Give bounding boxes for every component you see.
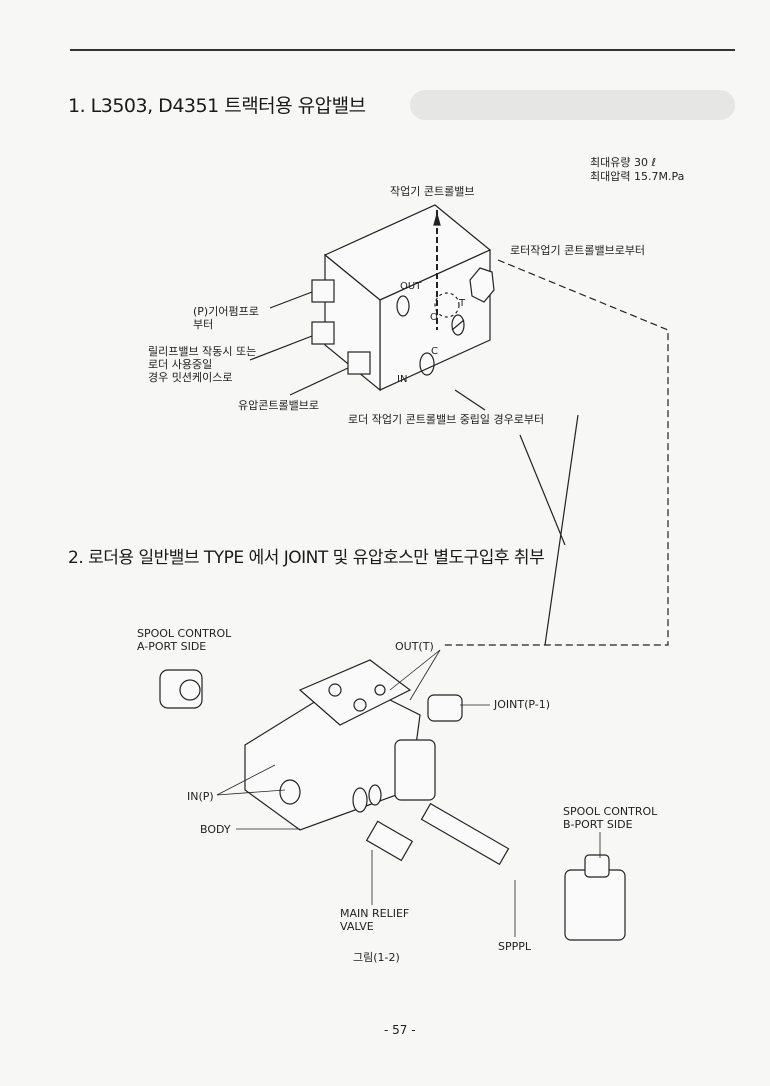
header-rule bbox=[70, 49, 735, 51]
spec-max-flow: 최대유량 30 ℓ bbox=[590, 156, 657, 169]
label-main-relief-1: MAIN RELIEF bbox=[340, 907, 410, 920]
page-number: - 57 - bbox=[384, 1023, 416, 1037]
port-in: IN bbox=[397, 374, 408, 385]
leader-lines bbox=[216, 649, 601, 937]
spec-max-pressure: 최대압력 15.7M.Pa bbox=[590, 170, 685, 183]
figure-caption: 그림(1-2) bbox=[353, 951, 400, 964]
label-gear-pump-1: (P)기어펌프로 bbox=[193, 305, 259, 318]
label-relief-1: 릴리프밸브 작동시 또는 bbox=[148, 345, 257, 358]
label-spool-a-1: SPOOL CONTROL bbox=[137, 627, 232, 640]
section2-title: 2. 로더용 일반밸브 TYPE 에서 JOINT 및 유압호스만 별도구입후 … bbox=[68, 548, 545, 568]
port-o: O bbox=[430, 312, 438, 323]
port-c: C bbox=[431, 346, 438, 357]
bleed-through-banner bbox=[410, 90, 735, 120]
label-main-relief-2: VALVE bbox=[340, 920, 374, 933]
valve-block-drawing bbox=[249, 204, 669, 646]
loader-valve-drawing bbox=[159, 659, 626, 941]
label-from-loader-valve: 로터작업기 콘트롤밸브로부터 bbox=[510, 244, 646, 257]
label-spool-b-1: SPOOL CONTROL bbox=[563, 805, 658, 818]
label-spppl: SPPPL bbox=[498, 940, 532, 953]
label-spool-b-2: B-PORT SIDE bbox=[563, 818, 633, 831]
label-body: BODY bbox=[200, 823, 231, 836]
label-spool-a-2: A-PORT SIDE bbox=[137, 640, 207, 653]
label-joint: JOINT(P-1) bbox=[494, 698, 551, 711]
port-out: OUT bbox=[400, 281, 422, 292]
label-gear-pump-2: 부터 bbox=[193, 318, 214, 331]
label-in-p: IN(P) bbox=[187, 790, 214, 803]
label-out-t: OUT(T) bbox=[395, 640, 434, 653]
section1-title: 1. L3503, D4351 트랙터용 유압밸브 bbox=[68, 95, 366, 117]
label-work-valve: 작업기 콘트롤밸브 bbox=[390, 185, 475, 198]
label-relief-3: 경우 밋션케이스로 bbox=[148, 371, 233, 384]
label-to-control-valve: 유압콘트롤밸브로 bbox=[238, 399, 319, 412]
port-t: T bbox=[459, 298, 466, 309]
label-relief-2: 로더 사용중일 bbox=[148, 358, 213, 371]
label-from-loader-neutral: 로더 작업기 콘트롤밸브 중립일 경우로부터 bbox=[348, 413, 545, 426]
